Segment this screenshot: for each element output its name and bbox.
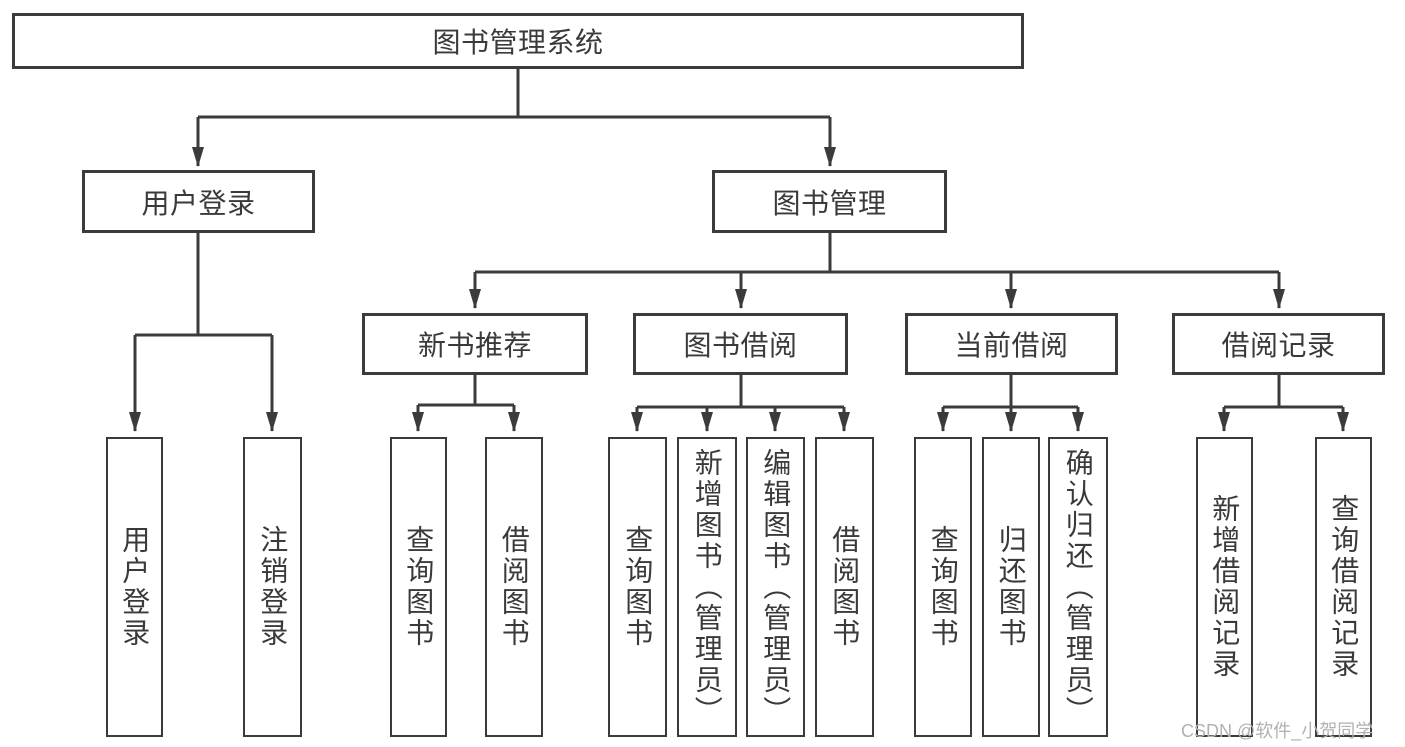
leaf-edit-book-admin: 编辑图书（管理员） — [746, 437, 805, 737]
leaf-borrow-books-1-label: 借阅图书 — [498, 525, 530, 649]
connector-root — [192, 69, 836, 167]
leaf-add-book-admin-label: 新增图书（管理员） — [691, 447, 723, 727]
node-current-borrowing: 当前借阅 — [905, 313, 1118, 375]
leaf-user-login-label: 用户登录 — [119, 525, 151, 649]
leaf-query-books-2: 查询图书 — [608, 437, 667, 737]
node-current-borrowing-label: 当前借阅 — [954, 330, 1069, 361]
connector-borrowing-records — [1218, 375, 1349, 432]
node-book-management-label: 图书管理 — [772, 187, 887, 219]
connector-book-borrowing — [631, 375, 850, 432]
leaf-logout: 注销登录 — [243, 437, 302, 737]
leaf-logout-label: 注销登录 — [257, 525, 289, 649]
leaf-return-book-label: 归还图书 — [995, 525, 1027, 649]
node-borrowing-records-label: 借阅记录 — [1221, 330, 1336, 361]
node-book-borrowing-label: 图书借阅 — [683, 330, 798, 361]
leaf-add-book-admin: 新增图书（管理员） — [677, 437, 737, 737]
leaf-return-book: 归还图书 — [982, 437, 1040, 737]
leaf-borrow-books-2-label: 借阅图书 — [829, 525, 861, 649]
leaf-query-borrow-record-label: 查询借阅记录 — [1328, 494, 1360, 680]
leaf-confirm-return-admin: 确认归还（管理员） — [1048, 437, 1108, 737]
node-user-login: 用户登录 — [82, 170, 315, 233]
leaf-query-books-2-label: 查询图书 — [622, 525, 654, 649]
node-root: 图书管理系统 — [12, 13, 1024, 69]
leaf-edit-book-admin-label: 编辑图书（管理员） — [760, 447, 792, 727]
leaf-add-borrow-record: 新增借阅记录 — [1196, 437, 1253, 737]
csdn-watermark: CSDN @软件_小贺同学 — [1181, 721, 1374, 741]
leaf-user-login: 用户登录 — [106, 437, 163, 737]
leaf-borrow-books-1: 借阅图书 — [485, 437, 543, 737]
leaf-borrow-books-2: 借阅图书 — [815, 437, 874, 737]
node-new-book-recommend: 新书推荐 — [362, 313, 588, 375]
leaf-confirm-return-admin-label: 确认归还（管理员） — [1062, 447, 1094, 727]
connector-user-login — [129, 233, 278, 432]
node-user-login-label: 用户登录 — [141, 187, 256, 219]
node-book-borrowing: 图书借阅 — [633, 313, 848, 375]
node-book-management: 图书管理 — [712, 170, 947, 233]
leaf-query-books-3: 查询图书 — [914, 437, 972, 737]
node-root-label: 图书管理系统 — [432, 27, 604, 58]
node-new-book-recommend-label: 新书推荐 — [417, 330, 532, 361]
connector-book-management — [469, 233, 1285, 309]
leaf-add-borrow-record-label: 新增借阅记录 — [1209, 494, 1241, 680]
leaf-query-books-1: 查询图书 — [390, 437, 447, 737]
leaf-query-books-1-label: 查询图书 — [403, 525, 435, 649]
connector-current-borrowing — [937, 375, 1084, 432]
leaf-query-borrow-record: 查询借阅记录 — [1315, 437, 1372, 737]
connector-new-book-recommend — [412, 375, 520, 432]
node-borrowing-records: 借阅记录 — [1172, 313, 1385, 375]
leaf-query-books-3-label: 查询图书 — [927, 525, 959, 649]
